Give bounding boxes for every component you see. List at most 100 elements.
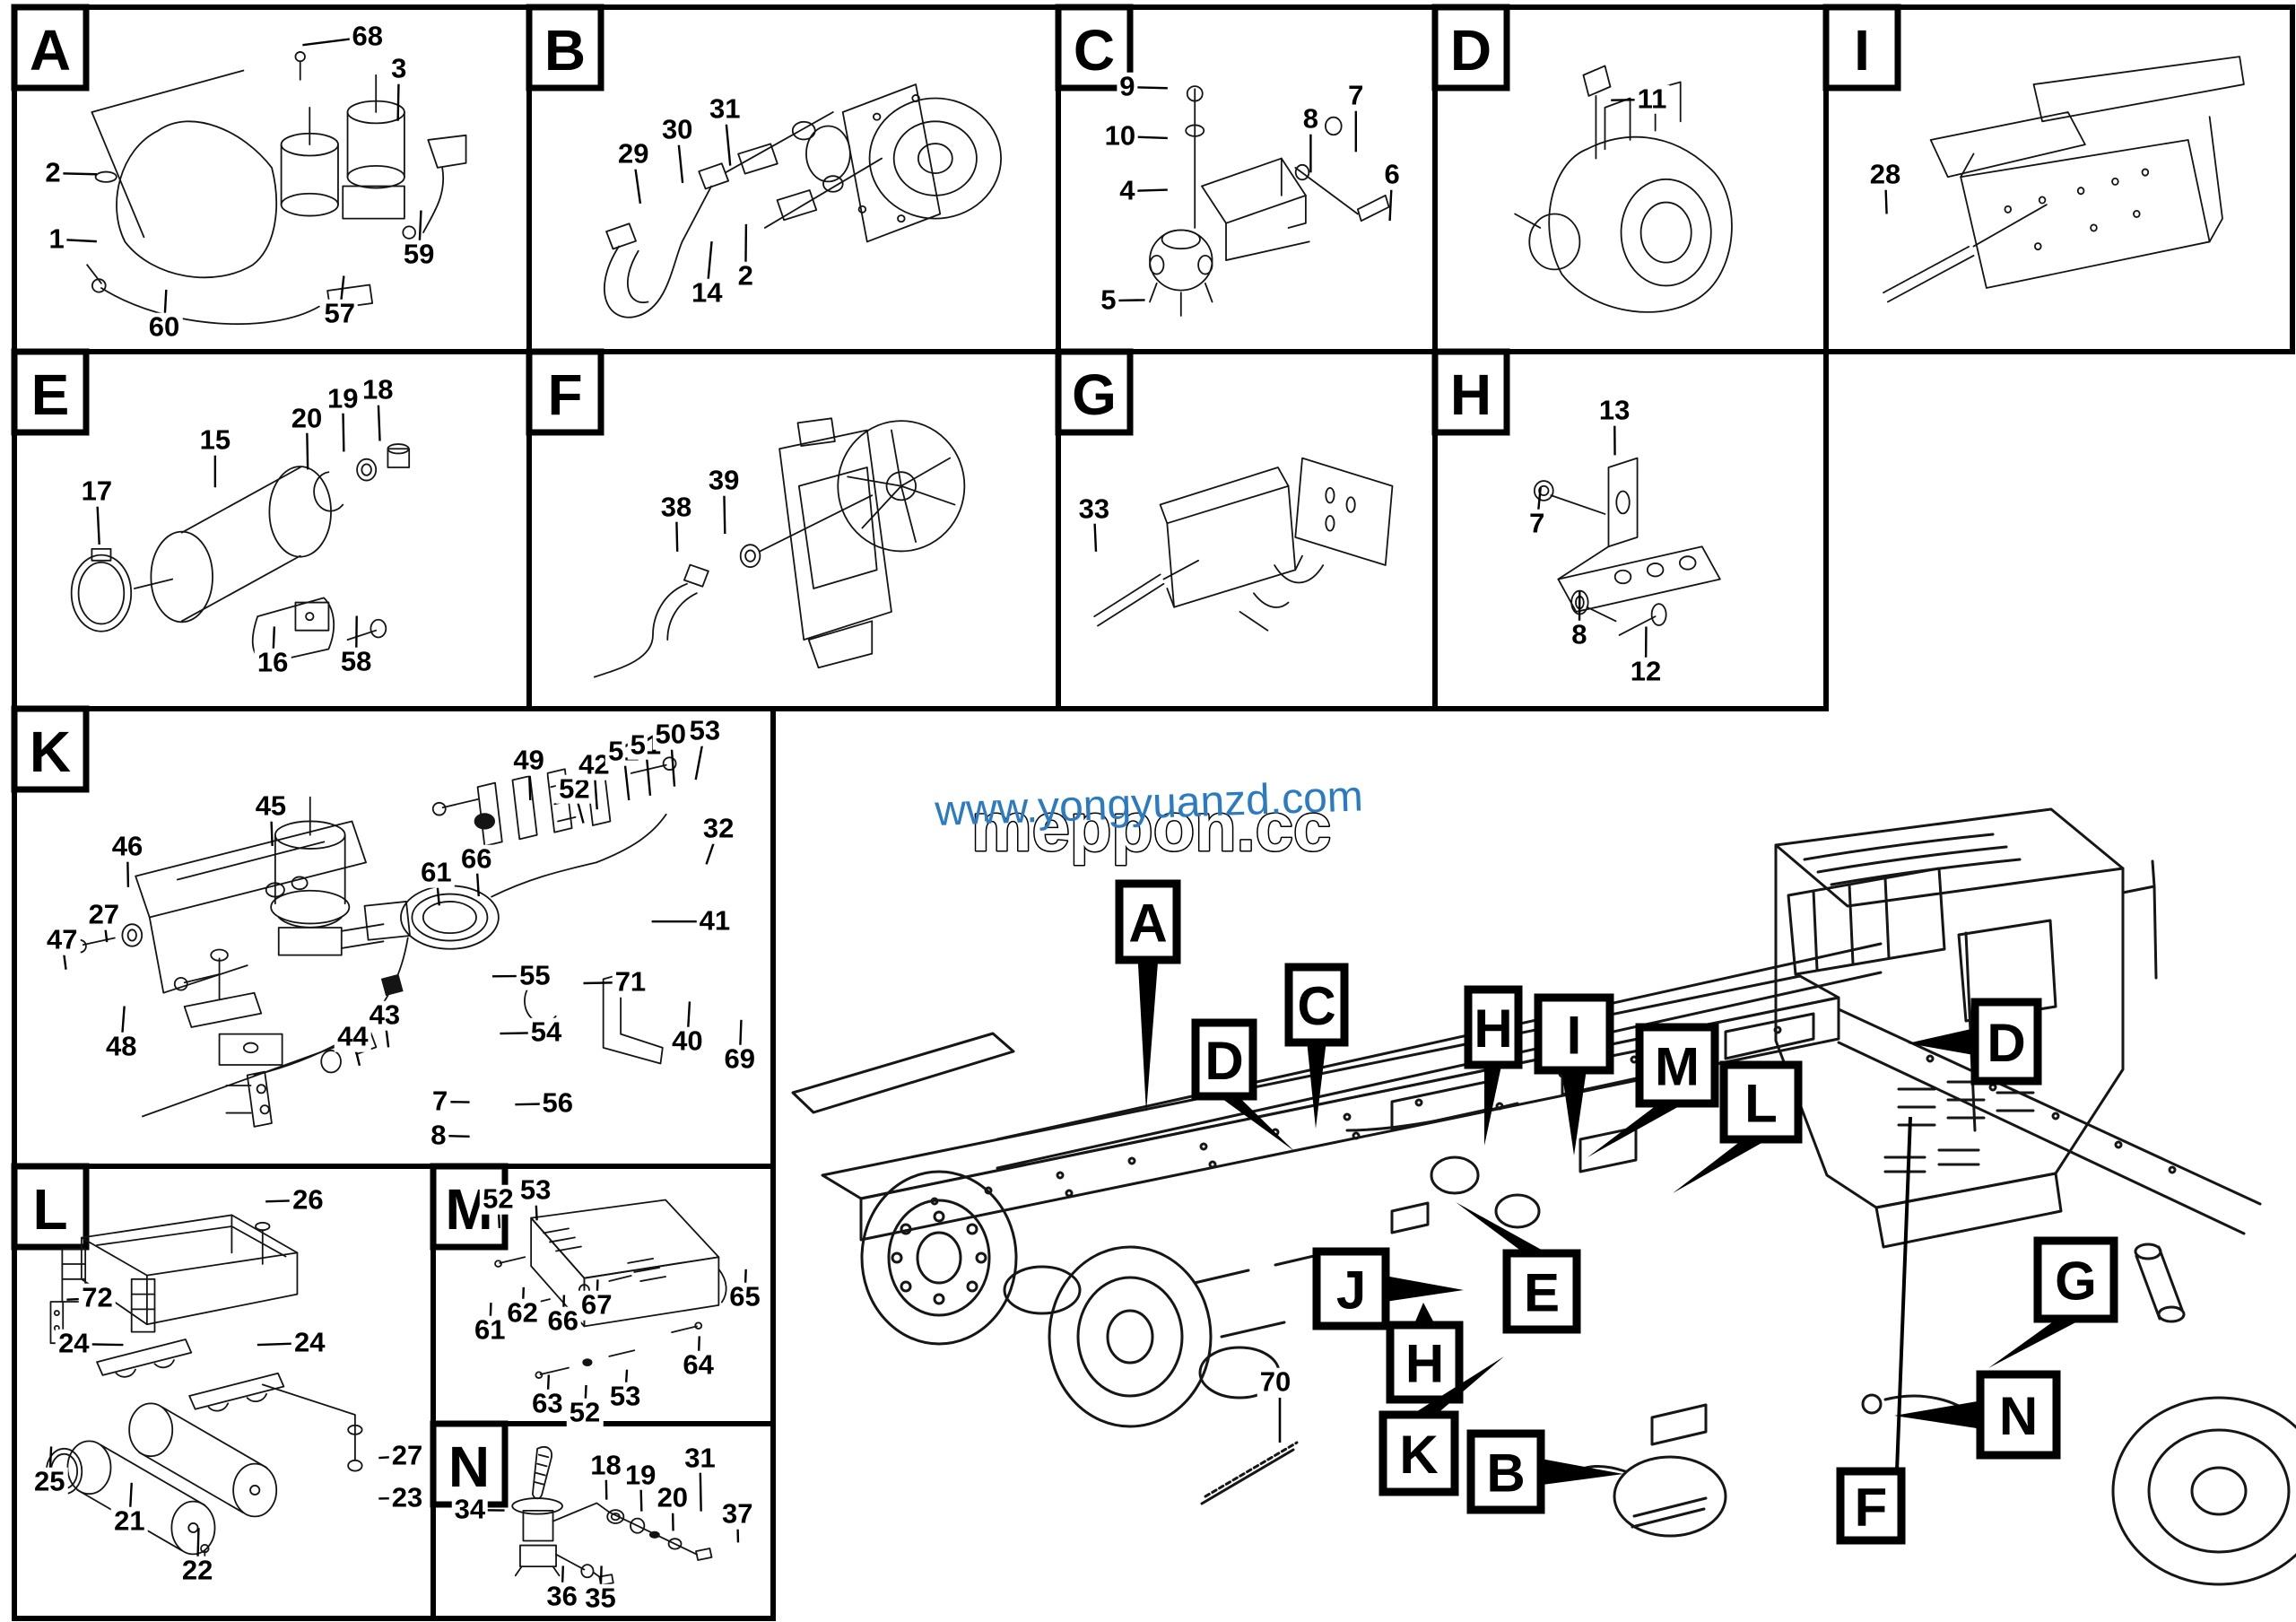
part-number-41: 41	[696, 906, 734, 937]
part-number-39: 39	[705, 466, 743, 496]
part-number-18: 18	[359, 375, 396, 406]
part-number-60: 60	[145, 312, 183, 343]
callout-A-letter: A	[1128, 894, 1167, 954]
part-number-46: 46	[109, 832, 146, 862]
part-number-38: 38	[657, 493, 695, 523]
part-number-57: 57	[321, 299, 359, 329]
panel-M-illustration	[447, 1179, 760, 1410]
callout-A-pointer	[1137, 956, 1159, 1112]
panel-I-illustration	[1845, 24, 2274, 335]
part-number-24: 24	[56, 1329, 92, 1359]
part-number-10: 10	[1101, 121, 1139, 152]
panel-K-leader-lines	[14, 709, 773, 1166]
panel-L-leader-lines	[14, 1166, 433, 1618]
part-number-61: 61	[472, 1316, 509, 1346]
part-number-23: 23	[388, 1483, 426, 1513]
part-number-64: 64	[680, 1351, 717, 1381]
part-number-4: 4	[1117, 176, 1138, 206]
part-number-70: 70	[1257, 1367, 1294, 1398]
part-number-30: 30	[658, 115, 696, 145]
part-number-62: 62	[504, 1298, 541, 1329]
panel-I: 28	[1826, 7, 2292, 352]
callout-L-box	[1719, 1060, 1803, 1144]
callout-N-pointer	[1894, 1400, 1984, 1430]
watermark-outline: meppon.cc	[971, 789, 1331, 866]
part-number-44: 44	[335, 1022, 371, 1052]
part-number-27: 27	[388, 1441, 426, 1471]
part-number-43: 43	[366, 1000, 404, 1031]
callout-H-box	[1386, 1321, 1464, 1404]
panel-N-illustration	[447, 1434, 760, 1609]
callout-B-pointer	[1537, 1458, 1623, 1486]
callout-G-letter: G	[2055, 1251, 2097, 1312]
callout-K-pointer	[1405, 1356, 1504, 1418]
callout-D-box	[1970, 998, 2042, 1086]
part-number-56: 56	[539, 1088, 576, 1119]
part-number-63: 63	[529, 1389, 566, 1419]
part-number-6: 6	[1381, 160, 1403, 190]
part-number-72: 72	[79, 1283, 116, 1313]
panel-G-leader-lines	[1058, 352, 1435, 709]
panel-I-label: I	[1854, 18, 1870, 83]
panel-A-leader-lines	[14, 7, 529, 352]
panel-B-label: B	[544, 18, 586, 83]
part-number-66: 66	[544, 1307, 582, 1337]
part-number-14: 14	[688, 278, 726, 308]
part-number-20: 20	[288, 404, 326, 434]
part-number-1: 1	[46, 224, 67, 255]
part-number-33: 33	[1075, 494, 1113, 525]
panel-F-illustration	[551, 370, 1038, 691]
panel-I-border	[1823, 4, 2295, 354]
part-number-7: 7	[1526, 509, 1548, 539]
part-number-65: 65	[726, 1282, 763, 1312]
part-number-52: 52	[566, 1398, 604, 1428]
callout-M-pointer	[1587, 1100, 1692, 1157]
part-number-71: 71	[612, 967, 649, 998]
part-number-9: 9	[1117, 72, 1138, 102]
panel-B-illustration	[551, 24, 1038, 335]
callout-D-pointer	[1213, 1093, 1294, 1151]
callout-G-box	[2033, 1236, 2118, 1323]
panel-H-label-box	[1431, 348, 1510, 436]
part-number-24: 24	[291, 1328, 328, 1358]
panel-A-label-box	[11, 4, 90, 92]
panel-F: 38 39	[529, 352, 1058, 709]
part-number-19: 19	[622, 1461, 659, 1490]
panel-G-label-box	[1055, 348, 1134, 436]
part-number-16: 16	[254, 648, 291, 678]
panel-E-illustration	[35, 370, 509, 691]
part-number-17: 17	[78, 476, 116, 507]
part-number-34: 34	[451, 1495, 489, 1525]
part-number-42: 42	[576, 750, 613, 780]
part-number-19: 19	[324, 384, 361, 414]
panel-D-illustration	[1450, 24, 1810, 335]
panel-E-label-box	[11, 348, 90, 436]
part-number-31: 31	[707, 94, 744, 125]
part-number-26: 26	[290, 1185, 326, 1216]
part-number-61: 61	[418, 858, 455, 888]
part-number-52: 52	[480, 1184, 517, 1215]
part-number-35: 35	[582, 1583, 619, 1614]
part-number-15: 15	[196, 425, 234, 456]
panel-L-label: L	[32, 1177, 67, 1242]
part-number-47: 47	[44, 925, 81, 955]
callout-F-box	[1836, 1467, 1906, 1545]
callout-H-box	[1464, 985, 1523, 1069]
part-number-25: 25	[30, 1467, 68, 1497]
part-number-22: 22	[178, 1556, 216, 1586]
callout-F-leader	[1895, 1116, 1912, 1472]
panel-G: 33	[1058, 352, 1435, 709]
panel-G-illustration	[1074, 370, 1420, 691]
panel-B-leader-lines	[529, 7, 1058, 352]
callout-L-pointer	[1673, 1136, 1775, 1193]
panel-F-leader-lines	[529, 352, 1058, 709]
part-number-54: 54	[527, 1017, 565, 1048]
part-number-48: 48	[103, 1032, 140, 1062]
callout-I-pointer	[1561, 1067, 1587, 1155]
part-number-20: 20	[654, 1483, 691, 1513]
